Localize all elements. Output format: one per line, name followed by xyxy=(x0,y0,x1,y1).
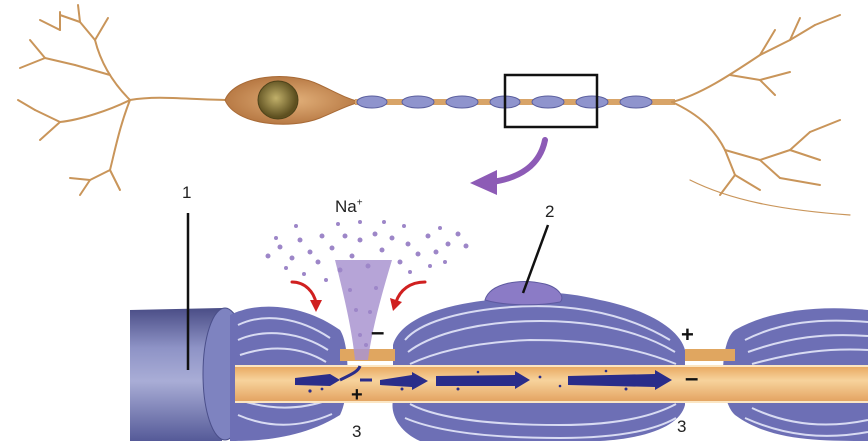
label-3-right: 3 xyxy=(677,418,686,435)
schwann-cell-nucleus xyxy=(485,282,562,305)
axon-membrane-top-right xyxy=(685,349,735,361)
sodium-ion-label: Na+ xyxy=(335,198,363,215)
sodium-ion-symbol: Na xyxy=(335,197,357,216)
zoom-arrow-icon xyxy=(470,140,545,195)
myelin-sheath-middle xyxy=(392,282,685,441)
charge-plus-right: + xyxy=(681,324,694,346)
sodium-ion-charge: + xyxy=(357,197,363,208)
left-dendrites xyxy=(18,5,230,195)
magnified-section xyxy=(130,213,868,441)
charge-plus-axon: + xyxy=(351,385,363,405)
charge-minus-axon-right: – xyxy=(685,367,698,391)
nucleus xyxy=(258,81,298,119)
label-2: 2 xyxy=(545,203,554,220)
right-axon-terminals xyxy=(672,15,850,215)
label-1: 1 xyxy=(182,184,191,201)
neuron-overview xyxy=(18,5,850,215)
charge-minus-node: – xyxy=(371,321,384,345)
label-3-left: 3 xyxy=(352,423,361,440)
